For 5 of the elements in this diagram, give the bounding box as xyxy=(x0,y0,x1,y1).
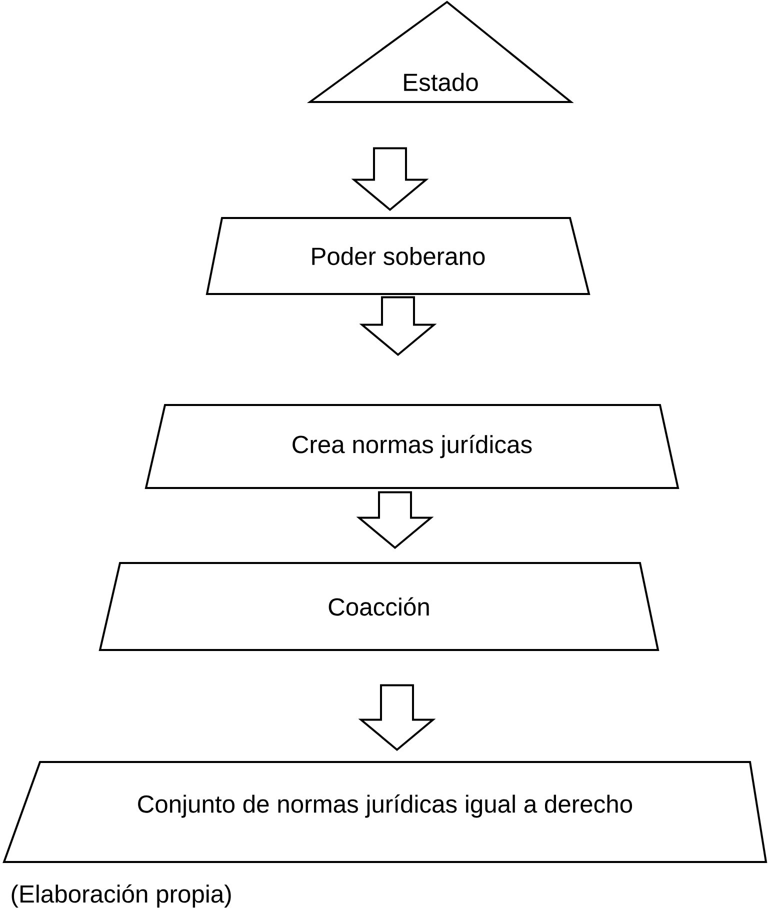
block-arrow xyxy=(358,684,436,752)
block-arrow xyxy=(359,296,437,356)
block-arrow xyxy=(351,147,429,212)
caption: (Elaboración propia) xyxy=(12,884,231,908)
block-arrow xyxy=(356,491,434,550)
